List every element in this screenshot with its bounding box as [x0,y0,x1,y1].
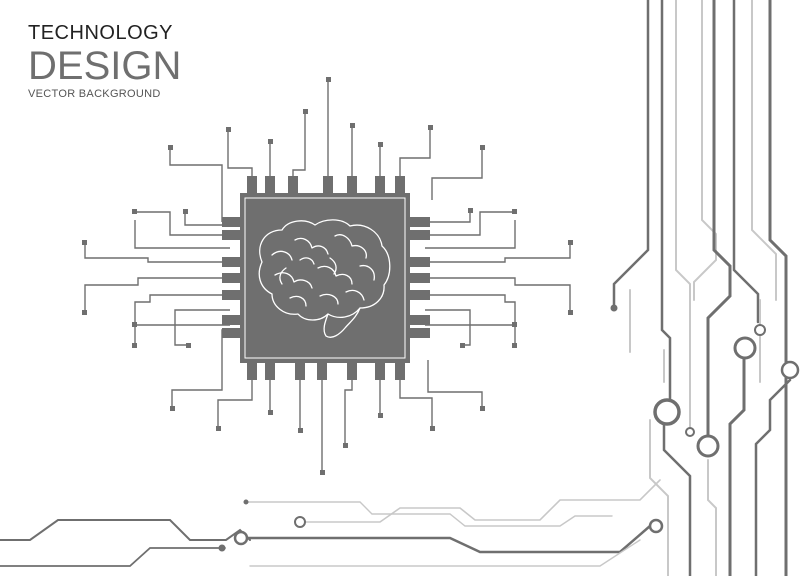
chip-pins [222,176,430,380]
bottom-circuit-nodes [218,499,664,552]
right-circuit-traces [612,0,792,576]
title-design: DESIGN [28,44,182,88]
trace-end-pads [82,77,573,475]
brain-icon [258,219,391,338]
right-circuit-nodes [610,304,800,458]
bottom-circuit-traces [0,479,661,567]
microchip-icon [240,193,410,363]
title-technology: TECHNOLOGY [28,22,174,44]
subtitle-vector-background: VECTOR BACKGROUND [28,88,161,100]
title-block: TECHNOLOGY DESIGN VECTOR BACKGROUND [28,22,181,100]
